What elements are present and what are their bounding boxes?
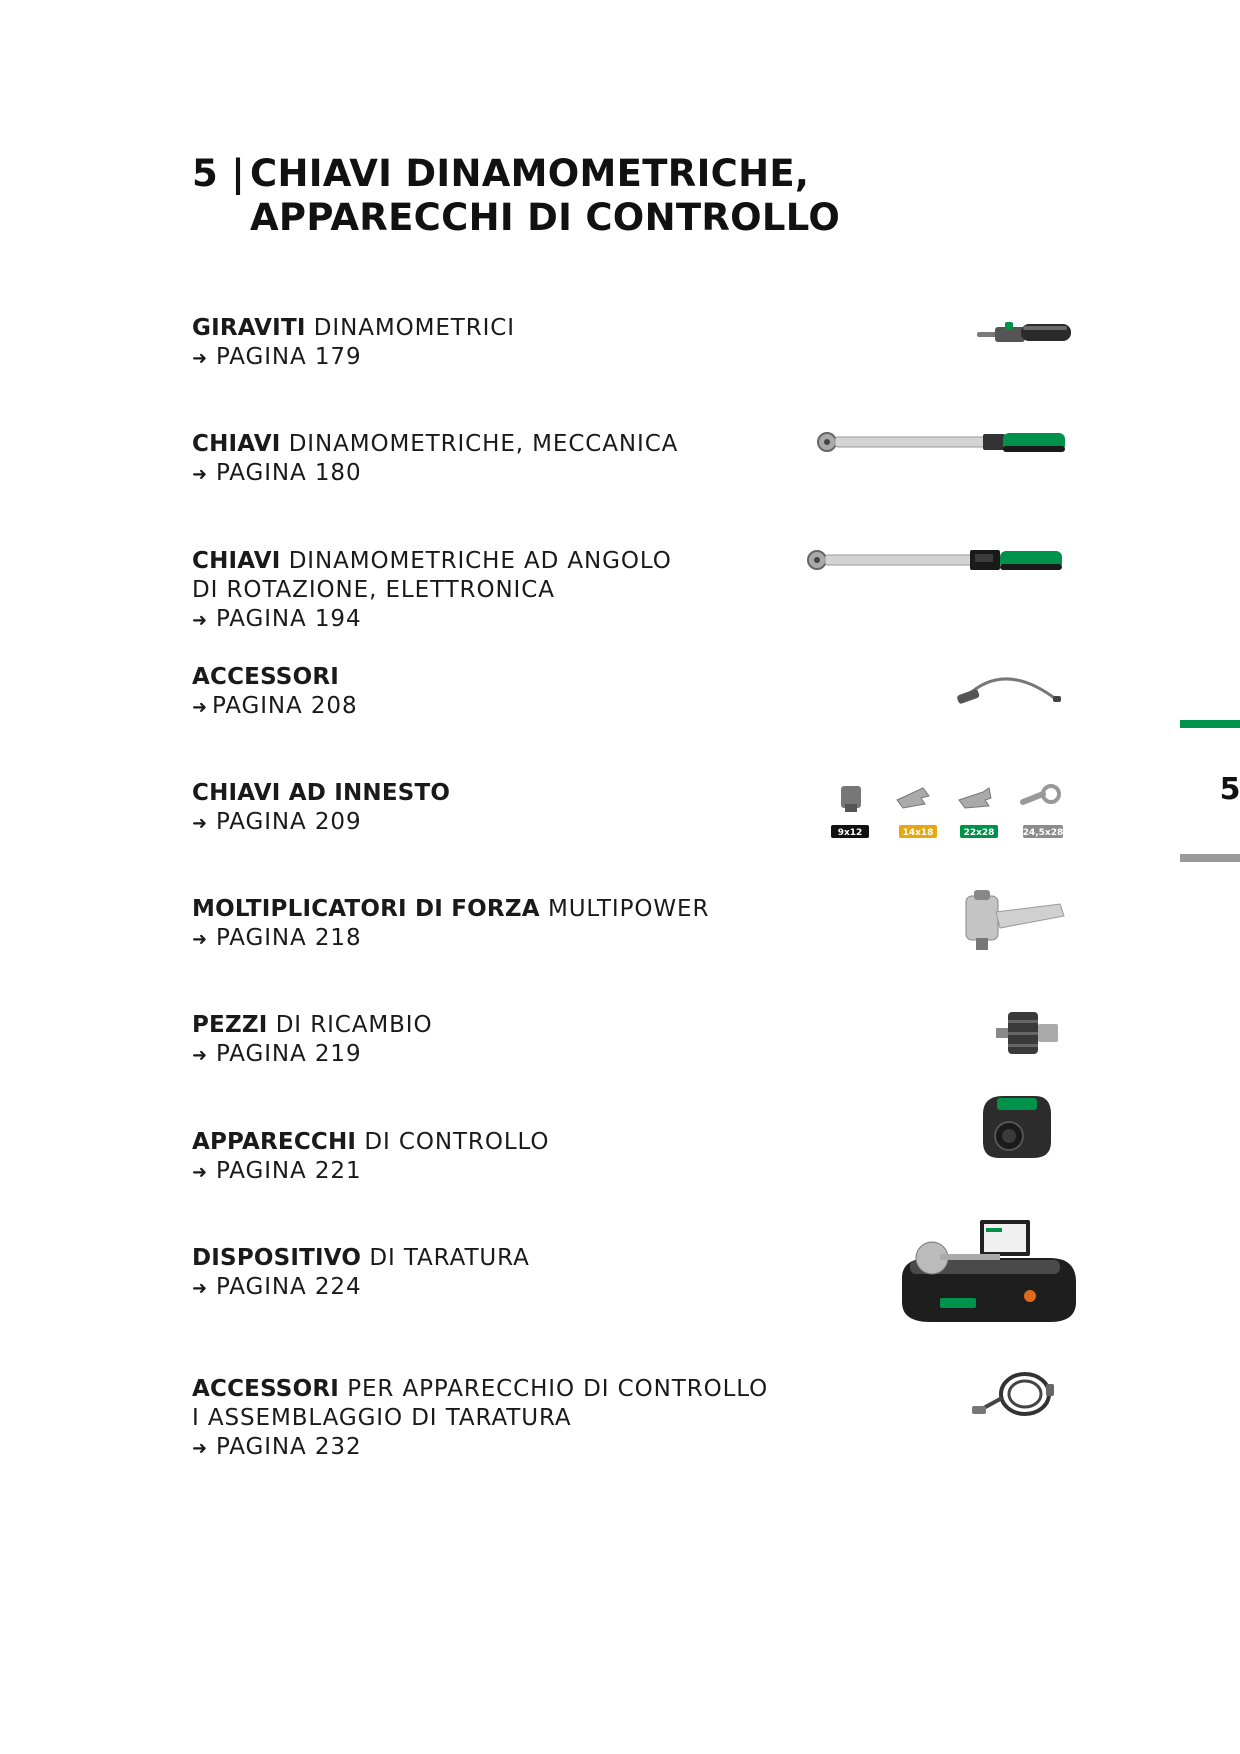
entry-rest: MULTIPOWER: [539, 896, 710, 922]
page-link[interactable]: ➜ PAGINA 221: [192, 1157, 549, 1187]
entry-giraviti[interactable]: GIRAVITI DINAMOMETRICI ➜ PAGINA 179: [192, 314, 515, 373]
page-link[interactable]: ➜ PAGINA 180: [192, 459, 678, 489]
size-badge: 9x12: [831, 825, 869, 838]
flexible-cable-icon: [957, 677, 1061, 704]
calibration-device-icon: [902, 1220, 1076, 1322]
page-link[interactable]: ➜ PAGINA 219: [192, 1040, 432, 1070]
chapter-title: 5 |CHIAVI DINAMOMETRICHE, APPARECCHI DI …: [192, 152, 840, 240]
entry-apparecchi[interactable]: APPARECCHI DI CONTROLLO ➜ PAGINA 221: [192, 1128, 549, 1187]
chapter-title-line1: CHIAVI DINAMOMETRICHE,: [250, 152, 810, 195]
entry-bold: ACCESSORI: [192, 1376, 339, 1402]
page-ref: PAGINA 209: [216, 809, 362, 835]
page-ref: PAGINA 232: [216, 1434, 362, 1460]
size-badge: 24,5x28: [1023, 825, 1064, 838]
page-link[interactable]: ➜ PAGINA 209: [192, 808, 450, 838]
entry-rest: DI RICAMBIO: [267, 1012, 433, 1038]
entry-rest: DI CONTROLLO: [356, 1129, 550, 1155]
mechanical-torque-wrench-icon: [817, 432, 1065, 452]
entry-bold: CHIAVI: [192, 431, 281, 457]
page-link[interactable]: ➜ PAGINA 224: [192, 1273, 530, 1303]
page-link[interactable]: ➜PAGINA 208: [192, 692, 357, 722]
page-ref: PAGINA 221: [216, 1158, 362, 1184]
entry-accessori-controllo[interactable]: ACCESSORI PER APPARECCHIO DI CONTROLLO I…: [192, 1375, 768, 1463]
chapter-tab-bar-active: [1180, 720, 1240, 728]
torque-screwdriver-icon: [977, 322, 1071, 342]
entry-bold: GIRAVITI: [192, 315, 306, 341]
page-ref: PAGINA 180: [216, 460, 362, 486]
entry-rest: DINAMOMETRICHE AD ANGOLO: [280, 548, 672, 574]
page-ref: PAGINA 218: [216, 925, 362, 951]
arrow-right-icon: ➜: [192, 1438, 208, 1459]
arrow-right-icon: ➜: [192, 813, 208, 834]
size-badge: 14x18: [899, 825, 937, 838]
chapter-number: 5 |: [192, 152, 246, 195]
entry-line2: DI ROTAZIONE, ELETTRONICA: [192, 577, 555, 603]
entry-chiavi-elettronica[interactable]: CHIAVI DINAMOMETRICHE AD ANGOLO DI ROTAZ…: [192, 547, 672, 635]
entry-accessori[interactable]: ACCESSORI ➜PAGINA 208: [192, 663, 357, 722]
size-badge: 22x28: [960, 825, 998, 838]
page-ref: PAGINA 194: [216, 606, 362, 632]
entry-rest: DINAMOMETRICHE, MECCANICA: [280, 431, 679, 457]
page-link[interactable]: ➜ PAGINA 232: [192, 1433, 768, 1463]
entry-moltiplicatori[interactable]: MOLTIPLICATORI DI FORZA MULTIPOWER ➜ PAGI…: [192, 895, 709, 954]
page-ref: PAGINA 219: [216, 1041, 362, 1067]
entry-rest: DINAMOMETRICI: [305, 315, 515, 341]
arrow-right-icon: ➜: [192, 348, 208, 369]
test-device-icon: [983, 1096, 1051, 1158]
size-badge-label: 24,5x28: [1023, 828, 1064, 838]
chapter-tab-number[interactable]: 5: [1219, 772, 1240, 807]
size-badge-label: 14x18: [903, 828, 934, 838]
arrow-right-icon: ➜: [192, 1162, 208, 1183]
entry-bold: CHIAVI: [192, 548, 281, 574]
ring-insert-icon: [1020, 784, 1061, 805]
entry-bold: DISPOSITIVO: [192, 1245, 362, 1271]
entry-line2: I ASSEMBLAGGIO DI TARATURA: [192, 1405, 572, 1431]
page-link[interactable]: ➜ PAGINA 179: [192, 343, 515, 373]
entry-pezzi-ricambio[interactable]: PEZZI DI RICAMBIO ➜ PAGINA 219: [192, 1011, 432, 1070]
arrow-right-icon: ➜: [192, 610, 208, 631]
size-badge-label: 9x12: [838, 828, 863, 838]
size-badge-label: 22x28: [964, 828, 995, 838]
page-ref: PAGINA 208: [212, 693, 358, 719]
page-link[interactable]: ➜ PAGINA 194: [192, 605, 672, 635]
entry-rest: DI TARATURA: [361, 1245, 530, 1271]
arrow-right-icon: ➜: [192, 697, 208, 718]
arrow-right-icon: ➜: [192, 929, 208, 950]
entry-chiavi-meccanica[interactable]: CHIAVI DINAMOMETRICHE, MECCANICA ➜ PAGINA…: [192, 430, 678, 489]
entry-rest: PER APPARECCHIO DI CONTROLLO: [339, 1376, 769, 1402]
torque-multiplier-icon: [965, 890, 1065, 950]
square-drive-insert-icon: [841, 786, 861, 812]
chapter-title-line2: APPARECCHI DI CONTROLLO: [250, 196, 841, 239]
entry-dispositivo[interactable]: DISPOSITIVO DI TARATURA ➜ PAGINA 224: [192, 1244, 530, 1303]
entry-bold: MOLTIPLICATORI DI FORZA: [192, 896, 540, 922]
open-end-insert-icon: [896, 787, 930, 809]
page-link[interactable]: ➜ PAGINA 218: [192, 924, 709, 954]
open-jaw-insert-icon: [958, 787, 992, 809]
electronic-torque-wrench-icon: [807, 550, 1062, 570]
arrow-right-icon: ➜: [192, 1045, 208, 1066]
entry-bold: APPARECCHI: [192, 1129, 357, 1155]
entry-bold: CHIAVI AD INNESTO: [192, 780, 451, 806]
page-ref: PAGINA 179: [216, 344, 362, 370]
arrow-right-icon: ➜: [192, 464, 208, 485]
spare-part-icon: [996, 1012, 1058, 1054]
page-ref: PAGINA 224: [216, 1274, 362, 1300]
coiled-cable-icon: [972, 1372, 1054, 1416]
entry-bold: PEZZI: [192, 1012, 268, 1038]
insert-tools-icon: 9x12 14x18 22x28 24,5x28: [831, 784, 1064, 838]
chapter-tab-bar: [1180, 854, 1240, 862]
entry-bold: ACCESSORI: [192, 664, 339, 690]
entry-chiavi-innesto[interactable]: CHIAVI AD INNESTO ➜ PAGINA 209: [192, 779, 450, 838]
arrow-right-icon: ➜: [192, 1278, 208, 1299]
